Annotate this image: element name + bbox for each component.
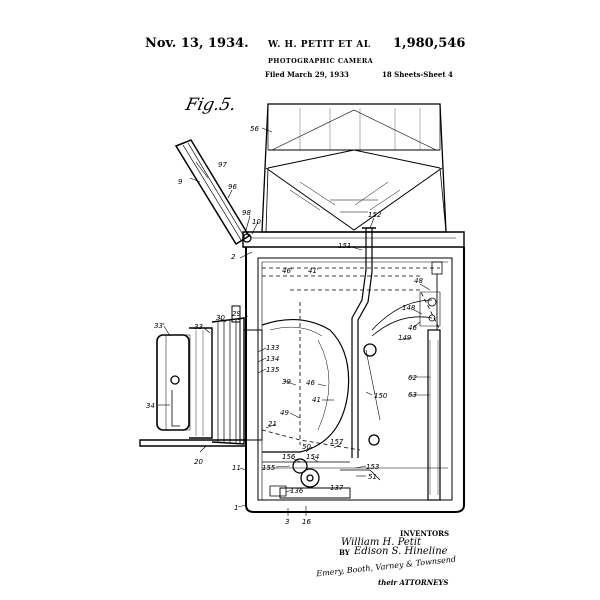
ref-154: 154 bbox=[306, 453, 319, 461]
ref-135: 135 bbox=[266, 366, 280, 374]
ref-34: 34 bbox=[146, 402, 155, 410]
ref-46-prime: 46' bbox=[282, 267, 293, 275]
ref-20: 20 bbox=[194, 458, 203, 466]
linkage bbox=[372, 292, 440, 336]
top-plate bbox=[243, 232, 464, 247]
base-mechanism bbox=[262, 459, 380, 498]
attorneys-label: their ATTORNEYS bbox=[378, 578, 448, 587]
ref-39: 39 bbox=[282, 378, 291, 386]
release-shaft bbox=[352, 228, 380, 458]
ref-48: 48 bbox=[414, 277, 423, 285]
ref-62: 62 bbox=[408, 374, 417, 382]
viewfinder-hood bbox=[262, 104, 446, 232]
ref-155: 155 bbox=[262, 464, 276, 472]
ref-9: 9 bbox=[178, 178, 183, 186]
ref-21: 21 bbox=[268, 420, 277, 428]
ref-29: 29 bbox=[232, 310, 241, 318]
ref-96: 96 bbox=[228, 183, 237, 191]
ref-2: 2 bbox=[231, 253, 236, 261]
ref-33: 33 bbox=[194, 323, 203, 331]
ref-41: 41 bbox=[312, 396, 321, 404]
ref-148: 148 bbox=[402, 304, 416, 312]
ref-10: 10 bbox=[252, 218, 261, 226]
ref-150: 150 bbox=[374, 392, 388, 400]
ref-152: 152 bbox=[368, 211, 382, 219]
ref-41-prime: 41' bbox=[308, 267, 319, 275]
ref-56: 56 bbox=[250, 125, 259, 133]
ref-63: 63 bbox=[408, 391, 417, 399]
ref-156: 156 bbox=[282, 453, 296, 461]
ref-51: 51 bbox=[368, 473, 377, 481]
ref-1: 1 bbox=[234, 504, 238, 512]
ref-50: 50 bbox=[302, 443, 311, 451]
ref-134: 134 bbox=[266, 355, 279, 363]
ref-98: 98 bbox=[242, 209, 251, 217]
hinged-lid bbox=[176, 140, 251, 244]
ref-33-prime: 33' bbox=[154, 322, 165, 330]
ref-46-mirror: 46 bbox=[306, 379, 315, 387]
ref-97: 97 bbox=[218, 161, 227, 169]
ref-149: 149 bbox=[398, 334, 412, 342]
ref-11: 11 bbox=[232, 464, 241, 472]
ref-137: 137 bbox=[330, 484, 344, 492]
ref-3: 3 bbox=[285, 518, 289, 526]
ref-153: 153 bbox=[366, 463, 379, 471]
ref-151: 151 bbox=[338, 242, 351, 250]
ref-136: 136 bbox=[290, 487, 304, 495]
ref-49: 49 bbox=[280, 409, 289, 417]
ref-133: 133 bbox=[266, 344, 279, 352]
by-label: BY bbox=[339, 548, 350, 557]
ref-16: 16 bbox=[302, 518, 311, 526]
camera-body bbox=[246, 247, 464, 512]
ref-30: 30 bbox=[216, 314, 225, 322]
inventor-2-signature: Edison S. Hineline bbox=[354, 546, 448, 557]
hidden-lines bbox=[262, 268, 440, 450]
ref-157: 157 bbox=[330, 438, 344, 446]
ref-46: 46 bbox=[408, 324, 417, 332]
